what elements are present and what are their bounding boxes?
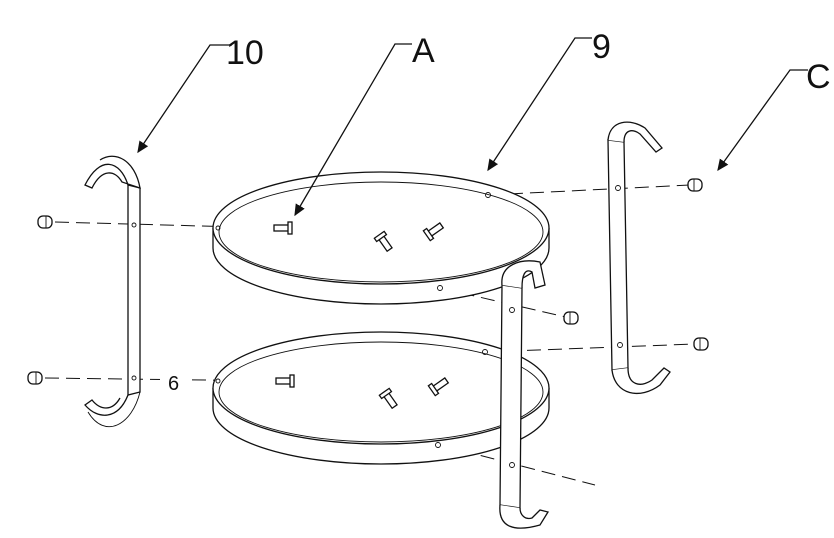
callout-label: 6 xyxy=(168,373,179,395)
screw xyxy=(427,377,450,397)
left-bracket xyxy=(84,155,141,428)
bottom-ring xyxy=(212,331,550,465)
cap-nut xyxy=(687,178,703,192)
callout-10: 10 xyxy=(137,34,264,154)
cap-nut xyxy=(563,311,579,325)
cap-nut xyxy=(37,215,53,229)
front-bracket xyxy=(499,260,550,529)
callout-label: C xyxy=(806,58,831,96)
cap-nut xyxy=(27,371,43,385)
right-bracket xyxy=(607,121,671,394)
cap-nut xyxy=(693,337,709,351)
top-ring xyxy=(212,171,550,305)
screw xyxy=(275,374,295,388)
callout-label: 10 xyxy=(226,34,264,72)
cap-nuts xyxy=(27,178,709,385)
screw xyxy=(378,387,398,410)
callout-label: A xyxy=(412,32,435,70)
callout-c: C xyxy=(717,58,831,172)
callout-label: 9 xyxy=(592,28,611,66)
screws xyxy=(273,221,450,410)
screw xyxy=(273,221,293,235)
screw xyxy=(422,222,445,242)
callout-a: A xyxy=(294,32,435,217)
callout-6: 6 xyxy=(160,370,190,395)
screw xyxy=(373,230,393,253)
callout-9: 9 xyxy=(487,28,611,172)
